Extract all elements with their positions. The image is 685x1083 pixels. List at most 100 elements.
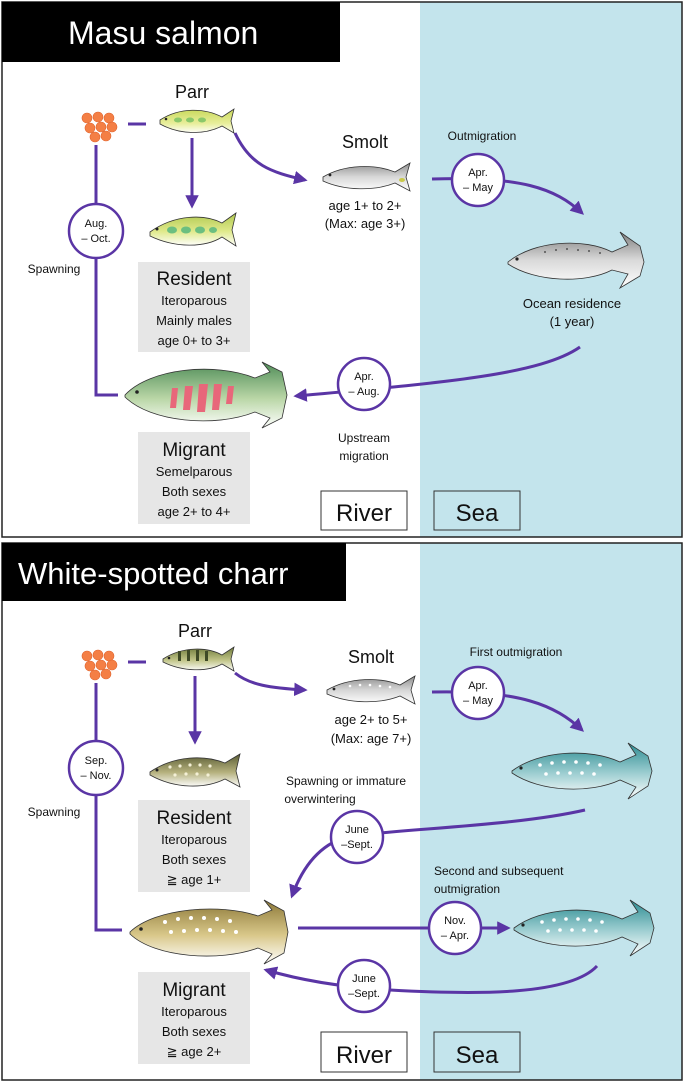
spawning-or-line1: Spawning or immature <box>286 774 406 788</box>
resident-line: Mainly males <box>156 313 232 328</box>
migrant-title: Migrant <box>162 980 226 1001</box>
smolt-label: Smolt <box>348 647 394 667</box>
sea-label-box <box>433 490 521 531</box>
apr-aug-line1: Apr. <box>354 371 374 383</box>
june-sept-circle <box>336 958 392 1014</box>
river-label-box <box>320 490 408 531</box>
june-sept-line2: –Sept. <box>341 839 373 851</box>
apr-may-line2: – May <box>463 182 493 194</box>
sea-label-box <box>433 1031 521 1073</box>
upstream-line1: Upstream <box>338 431 390 445</box>
apr-may-line1: Apr. <box>468 167 488 179</box>
title-bar <box>2 2 340 62</box>
smolt-label: Smolt <box>342 132 388 152</box>
parr-label: Parr <box>178 621 212 641</box>
second-line1: Second and subsequent <box>434 864 564 878</box>
apr-may-circle <box>450 152 506 208</box>
apr-may-line2: – May <box>463 695 493 707</box>
panel-masu-salmon: Masu salmon Parr Resident Iteroparous Ma… <box>1 1 683 538</box>
sep-nov-line1: Sep. <box>85 755 108 767</box>
migrant-box <box>138 972 250 1064</box>
resident-line: Both sexes <box>162 852 227 867</box>
sea-to-river-arrow <box>263 964 599 994</box>
masu-smolt-fish-icon <box>322 162 411 192</box>
smolt-age-line2: (Max: age 3+) <box>325 216 406 231</box>
resident-line: Iteroparous <box>161 293 227 308</box>
nov-apr-circle <box>427 900 483 956</box>
smolt-age-line2: (Max: age 7+) <box>331 731 412 746</box>
first-outmigration-label: First outmigration <box>470 645 563 659</box>
river-label: River <box>336 1042 392 1069</box>
migrant-box <box>138 432 250 524</box>
resident-box <box>138 800 250 892</box>
sep-nov-line2: – Nov. <box>81 770 112 782</box>
smolt-age-line1: age 2+ to 5+ <box>334 712 407 727</box>
june-sept-line2: –Sept. <box>348 988 380 1000</box>
masu-resident-fish-icon <box>149 212 237 247</box>
charr-migrant-fish-icon <box>129 899 289 965</box>
sea-label: Sea <box>456 1042 499 1069</box>
smolt-age-line1: age 1+ to 2+ <box>328 198 401 213</box>
migrant-line: ≧ age 2+ <box>167 1044 222 1059</box>
title-bar <box>2 543 346 601</box>
masu-ocean-fish-icon <box>507 231 645 290</box>
masu-parr-fish-icon <box>159 108 235 134</box>
charr-resident-fish-icon <box>149 753 241 788</box>
migrant-line: Iteroparous <box>161 1004 227 1019</box>
ocean-residence-line1: Ocean residence <box>523 296 621 311</box>
june-sept-circle <box>329 809 385 865</box>
resident-box <box>138 262 250 352</box>
spawning-loop-line <box>94 145 118 397</box>
outmigration-label: Outmigration <box>448 129 517 143</box>
spawning-label: Spawning <box>28 262 81 276</box>
resident-title: Resident <box>157 269 233 290</box>
resident-line: ≧ age 1+ <box>167 872 222 887</box>
nov-apr-line2: – Apr. <box>441 930 469 942</box>
parr-to-smolt-arrow <box>233 132 308 185</box>
panel-white-spotted-charr: White-spotted charr Parr Resident Iterop… <box>1 542 683 1081</box>
resident-line: age 0+ to 3+ <box>157 333 230 348</box>
upstream-line2: migration <box>339 449 388 463</box>
masu-migrant-fish-icon <box>124 361 288 429</box>
river-label-box <box>320 1031 408 1073</box>
panel-title: White-spotted charr <box>18 556 289 591</box>
resident-line: Iteroparous <box>161 832 227 847</box>
apr-aug-circle <box>336 356 392 412</box>
spawning-label: Spawning <box>28 805 81 819</box>
resident-title: Resident <box>157 808 233 829</box>
ocean-residence-line2: (1 year) <box>550 314 595 329</box>
sea-label: Sea <box>456 500 499 527</box>
aug-oct-line2: – Oct. <box>81 233 110 245</box>
panel-border <box>1 1 683 538</box>
nov-apr-line1: Nov. <box>444 915 466 927</box>
june-sept-line1: June <box>345 824 369 836</box>
river-label: River <box>336 500 392 527</box>
panel-title: Masu salmon <box>68 15 258 51</box>
apr-aug-line2: – Aug. <box>348 386 379 398</box>
eggs-icon <box>81 649 118 681</box>
migrant-title: Migrant <box>162 440 226 461</box>
spawning-loop-line <box>94 683 122 932</box>
apr-may-circle <box>450 665 506 721</box>
migrant-line: Semelparous <box>156 464 233 479</box>
aug-oct-line1: Aug. <box>85 218 108 230</box>
parr-label: Parr <box>175 82 209 102</box>
eggs-icon <box>81 111 118 143</box>
spawning-or-line2: overwintering <box>284 792 355 806</box>
sea-zone <box>420 543 682 1080</box>
migrant-line: Both sexes <box>162 484 227 499</box>
migrant-line: age 2+ to 4+ <box>157 504 230 519</box>
sep-nov-circle <box>67 739 125 797</box>
parr-to-smolt-arrow <box>234 671 308 697</box>
aug-oct-circle <box>67 202 125 260</box>
apr-may-line1: Apr. <box>468 680 488 692</box>
migrant-line: Both sexes <box>162 1024 227 1039</box>
charr-sea-fish-icon <box>511 742 653 800</box>
charr-parr-fish-icon <box>162 646 235 672</box>
second-line2: outmigration <box>434 882 500 896</box>
charr-smolt-fish-icon <box>326 675 416 705</box>
june-sept-line1: June <box>352 973 376 985</box>
charr-sea-fish-icon <box>513 899 655 957</box>
